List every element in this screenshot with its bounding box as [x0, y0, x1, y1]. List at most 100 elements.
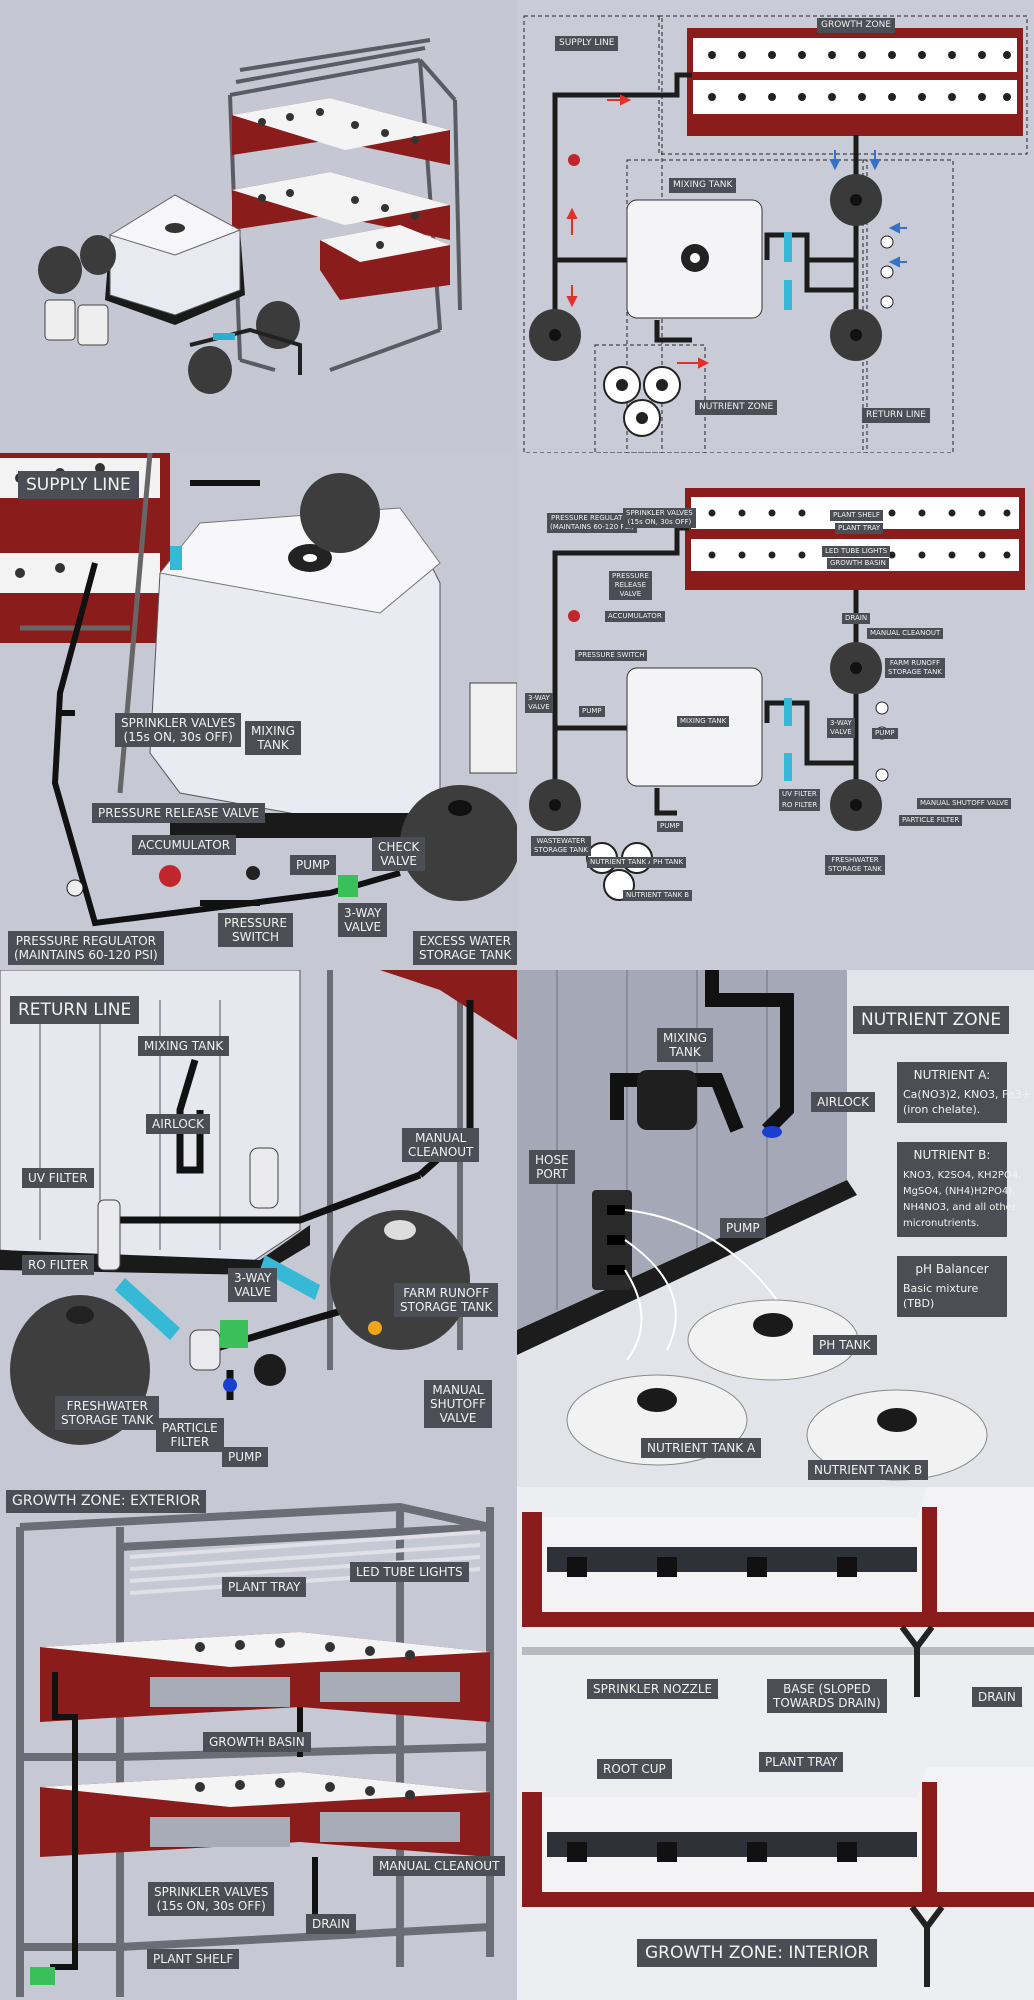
- growth-zone-exterior-title: GROWTH ZONE: EXTERIOR: [6, 1490, 207, 1513]
- label-nutrient-zone: NUTRIENT ZONE: [695, 400, 778, 415]
- label-mixing-tank: MIXING TANK: [245, 721, 301, 755]
- label-ph-tank: PH TANK: [650, 857, 687, 868]
- label-particle-filter: PARTICLE FILTER: [156, 1418, 224, 1452]
- label-mixing-tank: MIXING TANK: [669, 178, 737, 193]
- label-excess-water-tank: EXCESS WATER STORAGE TANK: [413, 931, 517, 965]
- label-three-way-valve: 3-WAY VALVE: [228, 1268, 278, 1302]
- label-pump: PUMP: [290, 855, 336, 875]
- label-pump: PUMP: [222, 1447, 268, 1467]
- label-freshwater: FRESHWATER STORAGE TANK: [55, 1396, 160, 1430]
- label-ph-tank: PH TANK: [813, 1335, 877, 1355]
- label-manual-shutoff: MANUAL SHUTOFF VALVE: [917, 798, 1012, 809]
- growth-zone-exterior-illustration: [16, 1502, 494, 1997]
- label-sprinkler-valves: SPRINKLER VALVES (15s ON, 30s OFF): [623, 508, 696, 528]
- return-line-title: RETURN LINE: [10, 996, 140, 1024]
- label-freshwater: FRESHWATER STORAGE TANK: [825, 855, 885, 875]
- label-growth-zone: GROWTH ZONE: [817, 18, 896, 33]
- label-manual-cleanout: MANUAL CLEANOUT: [867, 628, 944, 639]
- label-airlock: AIRLOCK: [146, 1114, 211, 1134]
- nutrient-a-body: Ca(NO3)2, KNO3, Fe3+ (iron chelate).: [903, 1088, 1031, 1116]
- panel-return-line: RETURN LINE MIXING TANK AIRLOCK UV FILTE…: [0, 970, 517, 1487]
- label-airlock: AIRLOCK: [811, 1092, 876, 1112]
- label-sprinkler-nozzle: SPRINKLER NOZZLE: [587, 1679, 719, 1699]
- label-plant-shelf: PLANT SHELF: [147, 1949, 240, 1969]
- label-pressure-switch: PRESSURE SWITCH: [218, 913, 294, 947]
- label-pump: PUMP: [720, 1218, 766, 1238]
- label-pump-left: PUMP: [579, 706, 605, 717]
- label-plant-tray: PLANT TRAY: [759, 1752, 844, 1772]
- label-growth-basin: GROWTH BASIN: [203, 1732, 311, 1752]
- growth-zone-interior-illustration: [522, 1487, 1034, 1987]
- label-farm-runoff: FARM RUNOFF STORAGE TANK: [885, 658, 945, 678]
- ph-balancer-title: pH Balancer: [915, 1262, 989, 1276]
- nutrient-b-title: NUTRIENT B:: [913, 1148, 991, 1162]
- label-nutrient-tank-b: NUTRIENT TANK B: [623, 890, 693, 901]
- label-plant-tray: PLANT TRAY: [222, 1577, 307, 1597]
- nutrient-b-info: NUTRIENT B: KNO3, K2SO4, KH2PO4, MgSO4, …: [897, 1142, 1021, 1237]
- label-nutrient-tank-a: NUTRIENT TANK A: [641, 1438, 762, 1458]
- label-sprinkler-valves: SPRINKLER VALVES (15s ON, 30s OFF): [148, 1882, 275, 1916]
- label-drain: DRAIN: [842, 613, 871, 624]
- label-particle-filter: PARTICLE FILTER: [899, 815, 963, 826]
- label-manual-cleanout: MANUAL CLEANOUT: [373, 1856, 506, 1876]
- ph-balancer-info: pH Balancer Basic mixture (TBD): [897, 1256, 1007, 1317]
- nutrient-a-info: NUTRIENT A: Ca(NO3)2, KNO3, Fe3+ (iron c…: [897, 1062, 1031, 1123]
- label-led-tube: LED TUBE LIGHTS: [822, 546, 891, 557]
- label-mixing-tank: MIXING TANK: [138, 1036, 230, 1056]
- label-wastewater: WASTEWATER STORAGE TANK: [531, 836, 591, 856]
- label-drain: DRAIN: [306, 1914, 356, 1934]
- label-pump-bottom: PUMP: [657, 821, 683, 832]
- label-mixing-tank: MIXING TANK: [677, 716, 730, 727]
- panel-growth-zone-interior: SPRINKLER NOZZLE BASE (SLOPED TOWARDS DR…: [517, 1487, 1034, 2000]
- label-sprinkler-valves: SPRINKLER VALVES (15s ON, 30s OFF): [115, 713, 242, 747]
- panel-growth-zone-exterior: GROWTH ZONE: EXTERIOR LED TUBE LIGHTS PL…: [0, 1487, 517, 2000]
- label-plant-tray: PLANT TRAY: [835, 523, 884, 534]
- label-root-cup: ROOT CUP: [597, 1759, 672, 1779]
- flow-schematic-diagram: [523, 15, 1028, 453]
- label-return-line: RETURN LINE: [862, 408, 930, 423]
- panel-flow-schematic: SUPPLY LINE GROWTH ZONE MIXING TANK NUTR…: [517, 0, 1034, 453]
- label-ro-filter: RO FILTER: [22, 1255, 95, 1275]
- label-ro-filter: RO FILTER: [779, 800, 821, 811]
- label-growth-basin: GROWTH BASIN: [827, 558, 889, 569]
- label-pressure-release: PRESSURE RELEASE VALVE: [92, 803, 266, 823]
- nutrient-b-body: KNO3, K2SO4, KH2PO4, MgSO4, (NH4)H2PO4),…: [903, 1170, 1022, 1229]
- ph-balancer-body: Basic mixture (TBD): [903, 1282, 979, 1310]
- label-drain: DRAIN: [972, 1687, 1022, 1707]
- label-accumulator: ACCUMULATOR: [605, 611, 665, 622]
- panel-supply-line: SUPPLY LINE SPRINKLER VALVES (15s ON, 30…: [0, 453, 517, 970]
- label-check-valve: CHECK VALVE: [372, 837, 426, 871]
- label-accumulator: ACCUMULATOR: [132, 835, 237, 855]
- detailed-schematic-diagram: [529, 488, 1025, 901]
- nutrient-a-title: NUTRIENT A:: [913, 1068, 991, 1082]
- label-nutrient-tank-b: NUTRIENT TANK B: [808, 1460, 929, 1480]
- panel-detailed-schematic: PRESSURE REGULATOR (MAINTAINS 60-120 PSI…: [517, 453, 1034, 970]
- label-three-way-valve: 3-WAY VALVE: [338, 903, 388, 937]
- supply-line-title: SUPPLY LINE: [18, 471, 139, 499]
- label-uv-filter: UV FILTER: [22, 1168, 94, 1188]
- label-uv-filter: UV FILTER: [779, 789, 820, 800]
- label-hose-port: HOSE PORT: [529, 1150, 575, 1184]
- label-three-way-right: 3-WAY VALVE: [827, 718, 855, 738]
- label-nutrient-tank-a: NUTRIENT TANK A: [587, 857, 657, 868]
- label-pressure-switch: PRESSURE SWITCH: [575, 650, 648, 661]
- label-pump-right: PUMP: [872, 728, 898, 739]
- panel-nutrient-zone: NUTRIENT ZONE MIXING TANK AIRLOCK HOSE P…: [517, 970, 1034, 1487]
- label-supply-line: SUPPLY LINE: [555, 36, 619, 51]
- nutrient-zone-illustration: [517, 970, 988, 1481]
- label-farm-runoff: FARM RUNOFF STORAGE TANK: [394, 1283, 499, 1317]
- panel-overview-3d: [0, 0, 517, 453]
- label-led-tube: LED TUBE LIGHTS: [350, 1562, 469, 1582]
- nutrient-zone-title: NUTRIENT ZONE: [853, 1006, 1010, 1034]
- overview-illustration: [38, 38, 462, 394]
- label-three-way-left: 3-WAY VALVE: [525, 693, 553, 713]
- label-base-sloped: BASE (SLOPED TOWARDS DRAIN): [767, 1679, 887, 1713]
- supply-line-illustration: [0, 453, 517, 927]
- label-mixing-tank: MIXING TANK: [657, 1028, 713, 1062]
- label-manual-cleanout: MANUAL CLEANOUT: [402, 1128, 480, 1162]
- label-manual-shutoff: MANUAL SHUTOFF VALVE: [424, 1380, 493, 1428]
- label-pressure-regulator: PRESSURE REGULATOR (MAINTAINS 60-120 PSI…: [547, 513, 637, 533]
- label-pressure-regulator: PRESSURE REGULATOR (MAINTAINS 60-120 PSI…: [8, 931, 164, 965]
- label-plant-shelf: PLANT SHELF: [830, 510, 883, 521]
- label-pressure-release: PRESSURE RELEASE VALVE: [609, 571, 652, 600]
